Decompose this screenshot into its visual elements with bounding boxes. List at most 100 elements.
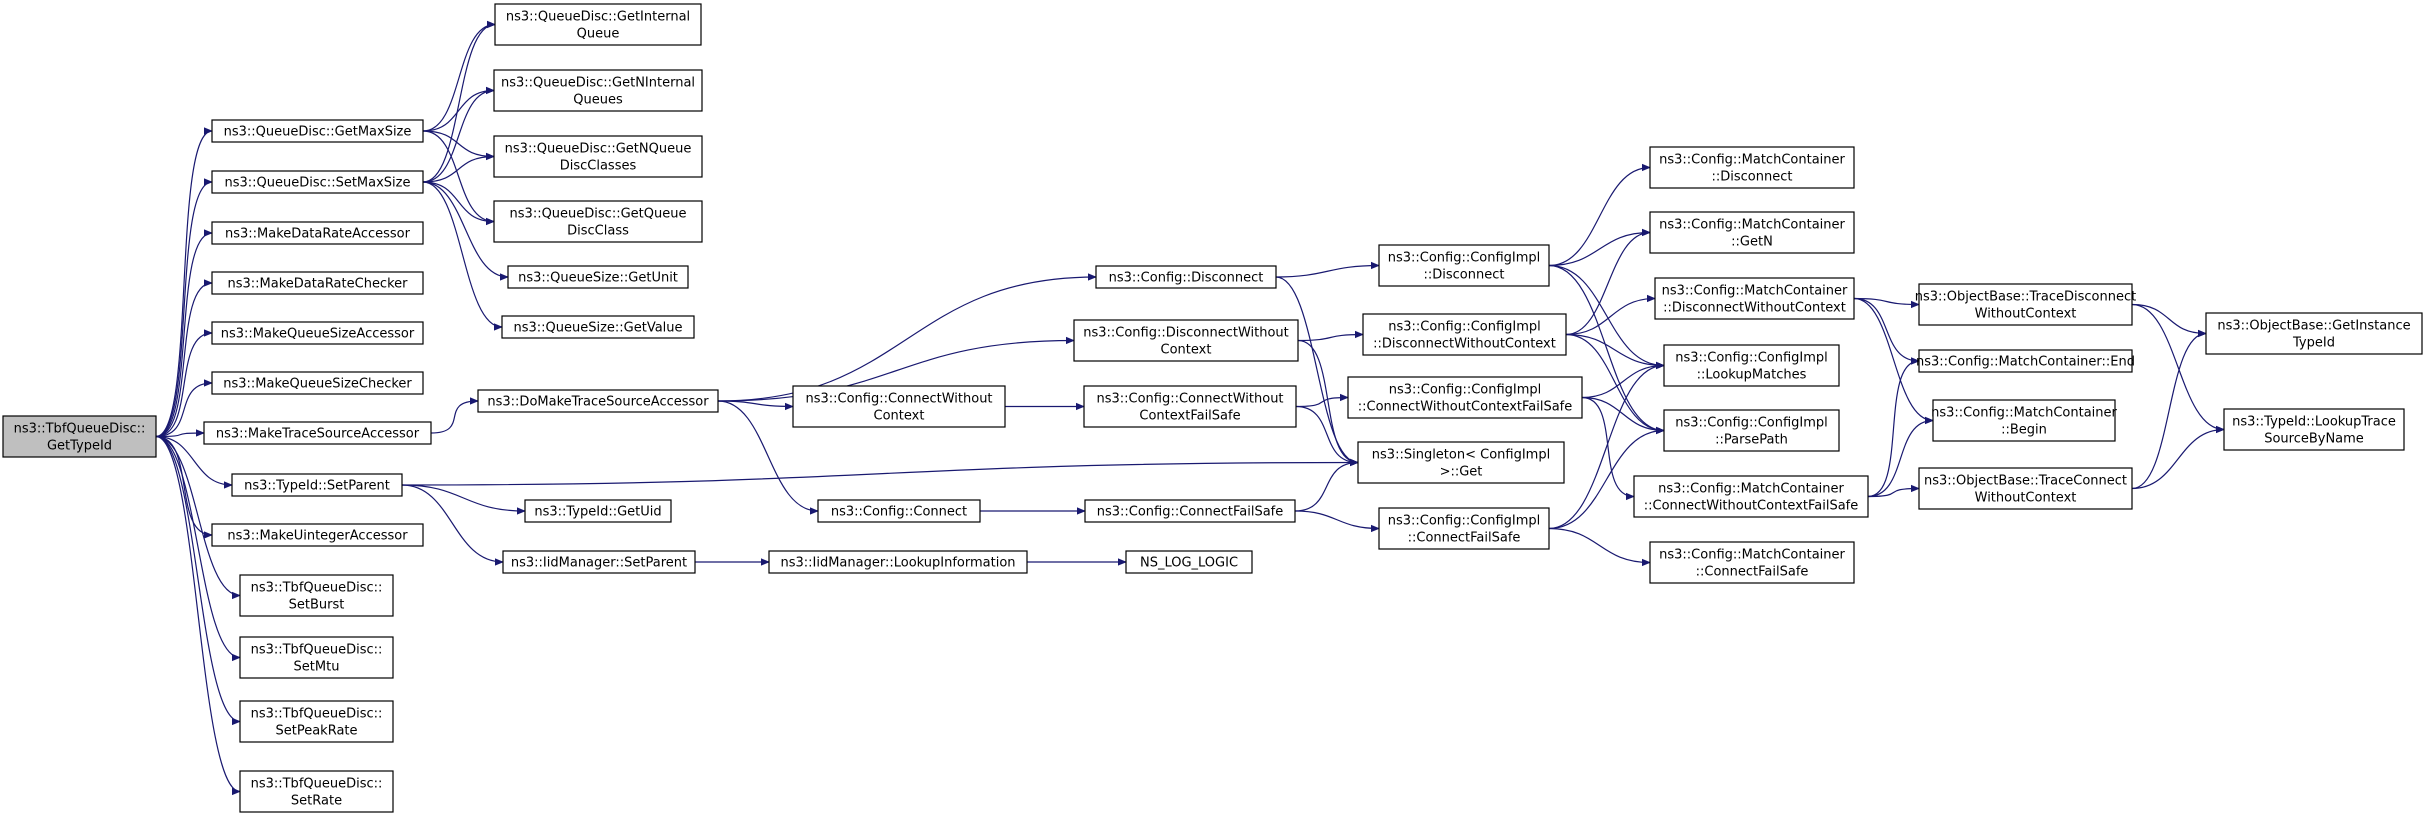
node-impl_disconnect[interactable]: ns3::Config::ConfigImpl::Disconnect: [1378, 244, 1550, 287]
node-qs_getunit[interactable]: ns3::QueueSize::GetUnit: [507, 265, 689, 289]
node-impl_lookup[interactable]: ns3::Config::ConfigImpl::LookupMatches: [1663, 344, 1840, 387]
node-ob_traceconn[interactable]: ns3::ObjectBase::TraceConnectWithoutCont…: [1918, 467, 2133, 510]
node-label-line: SetMtu: [294, 660, 340, 675]
node-box: [211, 523, 424, 547]
node-label-line: ns3::TbfQueueDisc::: [14, 422, 146, 437]
node-box: [2205, 312, 2423, 355]
edge-qd_getmax-to-qd_getinternal: [422, 25, 495, 132]
node-label-line: ns3::QueueDisc::SetMaxSize: [225, 176, 411, 191]
edge-ob_tracedisc-to-tid_lookuptrace: [2131, 303, 2224, 430]
node-ob_tracedisc[interactable]: ns3::ObjectBase::TraceDisconnectWithoutC…: [1915, 283, 2137, 326]
node-label-line: ns3::Config::ConfigImpl: [1388, 251, 1541, 266]
node-tbf_setpeak[interactable]: ns3::TbfQueueDisc::SetPeakRate: [239, 700, 394, 743]
node-cfg_connect_wcfs[interactable]: ns3::Config::ConnectWithoutContextFailSa…: [1083, 385, 1297, 428]
node-box: [1095, 265, 1277, 289]
edge-root-to-tid_setparent: [155, 435, 232, 486]
node-impl_connectfs[interactable]: ns3::Config::ConfigImpl::ConnectFailSafe: [1378, 507, 1550, 550]
node-tbf_setrate[interactable]: ns3::TbfQueueDisc::SetRate: [239, 770, 394, 813]
node-label-line: ns3::QueueDisc::GetMaxSize: [224, 125, 412, 140]
node-label-line: ns3::Config::ConfigImpl: [1389, 383, 1542, 398]
node-qs_getvalue[interactable]: ns3::QueueSize::GetValue: [501, 315, 695, 339]
node-box: [1918, 349, 2133, 373]
edge-root-to-tbf_setrate: [155, 435, 241, 792]
node-label-line: ns3::Config::MatchContainer: [1931, 406, 2117, 421]
node-singleton_get[interactable]: ns3::Singleton< ConfigImpl>::Get: [1357, 441, 1565, 484]
edge-mc_connect_wcfs-to-mc_begin: [1867, 421, 1933, 498]
node-cfg_disconnect[interactable]: ns3::Config::Disconnect: [1095, 265, 1277, 289]
edge-cfg_disconnect_wc-to-singleton_get: [1297, 339, 1358, 463]
node-iid_lookup[interactable]: ns3::IidManager::LookupInformation: [768, 550, 1028, 574]
edge-cfg_connectfs-to-impl_connectfs: [1294, 510, 1379, 529]
node-mc_disconnect_wc[interactable]: ns3::Config::MatchContainer::DisconnectW…: [1654, 277, 1855, 320]
node-label-line: ns3::Config::DisconnectWithout: [1083, 326, 1289, 341]
node-cfg_disconnect_wc[interactable]: ns3::Config::DisconnectWithoutContext: [1073, 319, 1299, 362]
node-label-line: ::DisconnectWithoutContext: [1663, 301, 1846, 316]
node-mc_begin[interactable]: ns3::Config::MatchContainer::Begin: [1931, 399, 2118, 442]
node-impl_parsepath[interactable]: ns3::Config::ConfigImpl::ParsePath: [1663, 409, 1840, 452]
node-box: [239, 574, 394, 617]
node-box: [1347, 376, 1583, 419]
node-label-line: TypeId: [2292, 336, 2335, 351]
node-cfg_connectfs[interactable]: ns3::Config::ConnectFailSafe: [1084, 499, 1296, 523]
node-label-line: ns3::TypeId::GetUid: [534, 505, 661, 520]
node-label-line: SetBurst: [289, 598, 345, 613]
node-mk_uint_acc[interactable]: ns3::MakeUintegerAccessor: [211, 523, 424, 547]
node-mc_getn[interactable]: ns3::Config::MatchContainer::GetN: [1649, 211, 1855, 254]
node-impl_connect_wcfs[interactable]: ns3::Config::ConfigImpl::ConnectWithoutC…: [1347, 376, 1583, 419]
node-label-line: ::ConnectFailSafe: [1696, 565, 1809, 580]
edge-impl_connect_wcfs-to-mc_connect_wcfs: [1581, 396, 1634, 497]
node-qd_getmax[interactable]: ns3::QueueDisc::GetMaxSize: [211, 119, 424, 143]
node-box: [1083, 385, 1297, 428]
node-iid_setparent[interactable]: ns3::IidManager::SetParent: [502, 550, 696, 574]
edge-impl_disconnect_wc-to-mc_disconnect_wc: [1565, 299, 1655, 336]
node-box: [239, 700, 394, 743]
edge-mc_disconnect_wc-to-mc_end: [1853, 297, 1919, 362]
node-box: [792, 385, 1006, 428]
node-box: [1633, 475, 1869, 518]
node-tid_setparent[interactable]: ns3::TypeId::SetParent: [231, 473, 403, 497]
node-mk_qs_acc[interactable]: ns3::MakeQueueSizeAccessor: [211, 321, 424, 345]
node-box: [1649, 541, 1855, 584]
node-mc_connectfs[interactable]: ns3::Config::MatchContainer::ConnectFail…: [1649, 541, 1855, 584]
node-domake[interactable]: ns3::DoMakeTraceSourceAccessor: [477, 389, 719, 413]
node-mc_connect_wcfs[interactable]: ns3::Config::MatchContainer::ConnectWith…: [1633, 475, 1869, 518]
node-mk_dr_chk[interactable]: ns3::MakeDataRateChecker: [211, 271, 424, 295]
edge-cfg_connect_wcfs-to-singleton_get: [1295, 405, 1358, 463]
node-mk_dr_acc[interactable]: ns3::MakeDataRateAccessor: [211, 221, 424, 245]
node-mc_disconnect[interactable]: ns3::Config::MatchContainer::Disconnect: [1649, 146, 1855, 189]
node-label-line: ns3::IidManager::LookupInformation: [780, 556, 1015, 571]
node-box: [494, 3, 702, 46]
node-ns_log_logic[interactable]: NS_LOG_LOGIC: [1125, 550, 1253, 574]
node-label-line: Queues: [573, 93, 623, 108]
node-label-line: ns3::IidManager::SetParent: [511, 556, 687, 571]
node-box: [1918, 283, 2133, 326]
edge-ob_tracedisc-to-ob_getinst: [2131, 303, 2206, 334]
node-tbf_setburst[interactable]: ns3::TbfQueueDisc::SetBurst: [239, 574, 394, 617]
node-qd_setmax[interactable]: ns3::QueueDisc::SetMaxSize: [211, 170, 424, 194]
node-impl_disconnect_wc[interactable]: ns3::Config::ConfigImpl::DisconnectWitho…: [1362, 313, 1567, 356]
node-tbf_setmtu[interactable]: ns3::TbfQueueDisc::SetMtu: [239, 636, 394, 679]
node-label-line: ::Disconnect: [1712, 170, 1793, 185]
node-label-line: ns3::QueueDisc::GetNInternal: [501, 76, 695, 91]
node-tid_getuid[interactable]: ns3::TypeId::GetUid: [524, 499, 672, 523]
node-mk_ts_acc[interactable]: ns3::MakeTraceSourceAccessor: [203, 421, 432, 445]
node-label-line: ns3::MakeTraceSourceAccessor: [216, 427, 420, 442]
edge-impl_connectfs-to-impl_lookup: [1548, 366, 1664, 530]
node-mk_qs_chk[interactable]: ns3::MakeQueueSizeChecker: [211, 371, 424, 395]
node-label-line: ns3::MakeDataRateChecker: [227, 277, 408, 292]
node-cfg_connect[interactable]: ns3::Config::Connect: [817, 499, 981, 523]
edge-root-to-mk_ts_acc: [155, 433, 204, 438]
node-label-line: ns3::TypeId::SetParent: [244, 479, 390, 494]
node-mc_end[interactable]: ns3::Config::MatchContainer::End: [1916, 349, 2135, 373]
edge-tid_setparent-to-tid_getuid: [401, 484, 525, 511]
node-box: [768, 550, 1028, 574]
node-cfg_connect_wc[interactable]: ns3::Config::ConnectWithoutContext: [792, 385, 1006, 428]
edge-qd_setmax-to-qd_getinternal: [422, 25, 496, 183]
node-label-line: ns3::QueueDisc::GetQueue: [510, 207, 687, 222]
